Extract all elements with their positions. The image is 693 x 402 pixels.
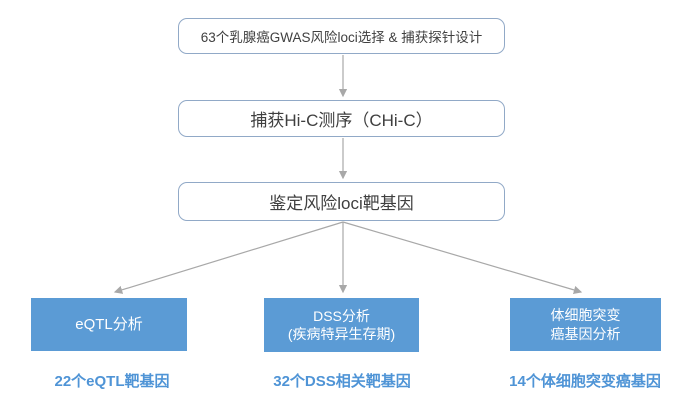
branch-box-somatic-mutation-analysis-line1: 体细胞突变 — [550, 307, 621, 324]
branch-box-dss-analysis-line1: DSS分析 — [313, 307, 370, 324]
branch-box-dss-analysis: DSS分析 (疾病特异生存期) — [264, 298, 419, 352]
flow-box-loci-selection-label: 63个乳腺癌GWAS风险loci选择 & 捕获探针设计 — [200, 30, 483, 45]
branch-box-dss-analysis-line2: (疾病特异生存期) — [287, 326, 396, 342]
flow-box-target-gene-identification: 鉴定风险loci靶基因 — [178, 182, 505, 221]
branch-box-eqtl-analysis: eQTL分析 — [31, 298, 187, 351]
branch-box-somatic-mutation-analysis-line2: 癌基因分析 — [550, 325, 621, 342]
result-label-dss-target-genes: 32个DSS相关靶基因 — [273, 373, 411, 390]
flow-box-chic-sequencing-label: 捕获Hi-C测序（CHi-C） — [250, 111, 433, 130]
result-label-somatic-cancer-genes: 14个体细胞突变癌基因 — [509, 373, 661, 390]
branch-box-eqtl-analysis-line1: eQTL分析 — [75, 315, 143, 333]
flow-box-loci-selection: 63个乳腺癌GWAS风险loci选择 & 捕获探针设计 — [178, 18, 505, 54]
flow-box-target-gene-identification-label: 鉴定风险loci靶基因 — [269, 194, 414, 213]
branch-box-somatic-mutation-analysis: 体细胞突变 癌基因分析 — [510, 298, 661, 351]
result-label-eqtl-target-genes: 22个eQTL靶基因 — [54, 373, 170, 390]
flow-box-chic-sequencing: 捕获Hi-C测序（CHi-C） — [178, 100, 505, 137]
